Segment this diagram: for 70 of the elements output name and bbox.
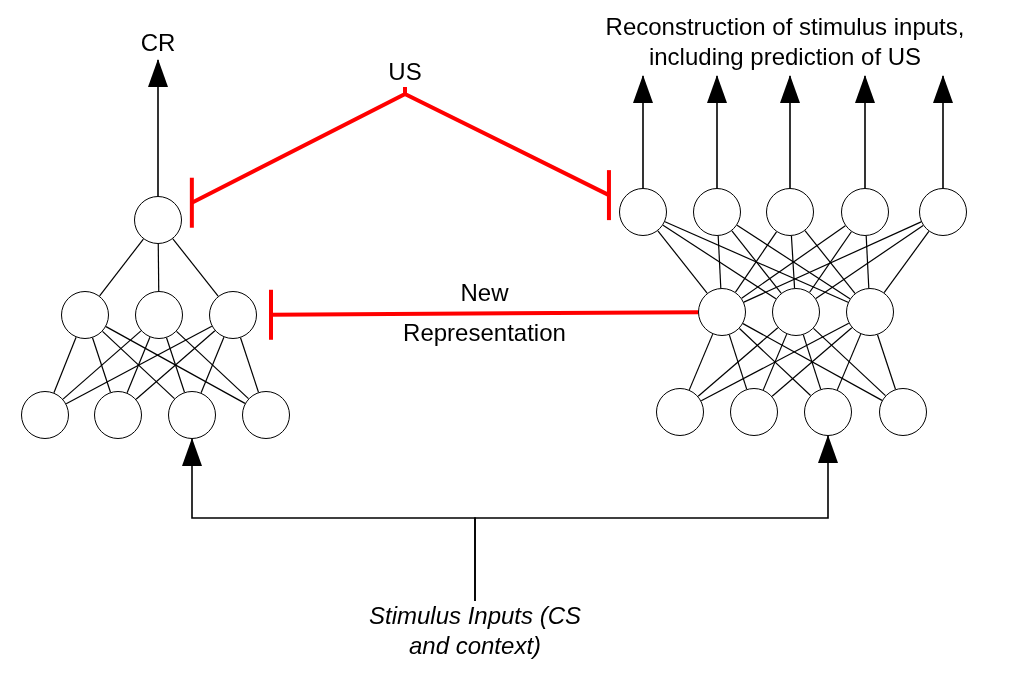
connection-line	[802, 334, 822, 390]
connection-line	[175, 330, 250, 400]
connection-line	[99, 238, 144, 297]
connection-line	[697, 327, 779, 397]
neuron-circle	[693, 188, 741, 236]
connection-line	[157, 243, 160, 292]
connection-line	[836, 333, 862, 391]
connection-line	[126, 336, 151, 394]
connection-line	[771, 327, 853, 397]
node-label: CR	[133, 28, 183, 60]
connection-line	[742, 323, 883, 401]
connection-line	[101, 330, 176, 400]
neuron-circle	[772, 288, 820, 336]
arrow	[855, 75, 875, 189]
connection-line	[865, 235, 870, 289]
neuron-circle	[656, 388, 704, 436]
inhibitory-connection	[269, 287, 698, 342]
neuron-circle	[21, 391, 69, 439]
neuron-circle	[766, 188, 814, 236]
neuron-circle	[134, 196, 182, 244]
connection-line	[883, 230, 930, 294]
node-label: US	[381, 57, 429, 87]
connection-line	[200, 336, 225, 394]
edge-label: New Representation	[402, 278, 567, 349]
connection-line	[91, 337, 112, 393]
connection-line	[657, 230, 708, 294]
neuron-circle	[242, 391, 290, 439]
connection-line	[812, 327, 887, 397]
arrow	[148, 59, 168, 197]
connection-line	[717, 235, 722, 289]
node-label: Stimulus Inputs (CS and context)	[360, 601, 590, 665]
connection-line	[762, 333, 788, 391]
node-label: Reconstruction of stimulus inputs, including prediction of US	[570, 12, 1000, 76]
connection-line	[172, 238, 219, 297]
arrow	[474, 435, 838, 602]
connection-line	[876, 334, 897, 390]
arrow	[633, 75, 653, 189]
connection-line	[105, 326, 246, 404]
neuron-circle	[841, 188, 889, 236]
neuron-circle	[168, 391, 216, 439]
neuron-circle	[135, 291, 183, 339]
connection-line	[135, 330, 216, 400]
neuron-circle	[619, 188, 667, 236]
neuron-circle	[804, 388, 852, 436]
connection-line	[815, 224, 924, 300]
connection-line	[239, 337, 260, 393]
connection-line	[662, 224, 777, 300]
inhibitory-connection	[403, 87, 611, 223]
connection-line	[53, 336, 77, 394]
connection-line	[688, 333, 714, 391]
connection-line	[65, 325, 213, 405]
arrow	[933, 75, 953, 189]
arrow	[707, 75, 727, 189]
neuron-circle	[209, 291, 257, 339]
connection-line	[165, 337, 186, 393]
arrow	[780, 75, 800, 189]
neuron-circle	[919, 188, 967, 236]
connection-line	[700, 322, 850, 402]
neuron-circle	[698, 288, 746, 336]
connection-line	[790, 235, 796, 289]
neuron-circle	[730, 388, 778, 436]
neuron-circle	[846, 288, 894, 336]
connection-line	[728, 334, 748, 390]
neuron-circle	[879, 388, 927, 436]
connection-line	[664, 221, 849, 303]
connection-line	[738, 327, 812, 397]
neuron-circle	[61, 291, 109, 339]
connection-line	[62, 330, 142, 400]
neuron-circle	[94, 391, 142, 439]
connection-line	[743, 221, 922, 303]
